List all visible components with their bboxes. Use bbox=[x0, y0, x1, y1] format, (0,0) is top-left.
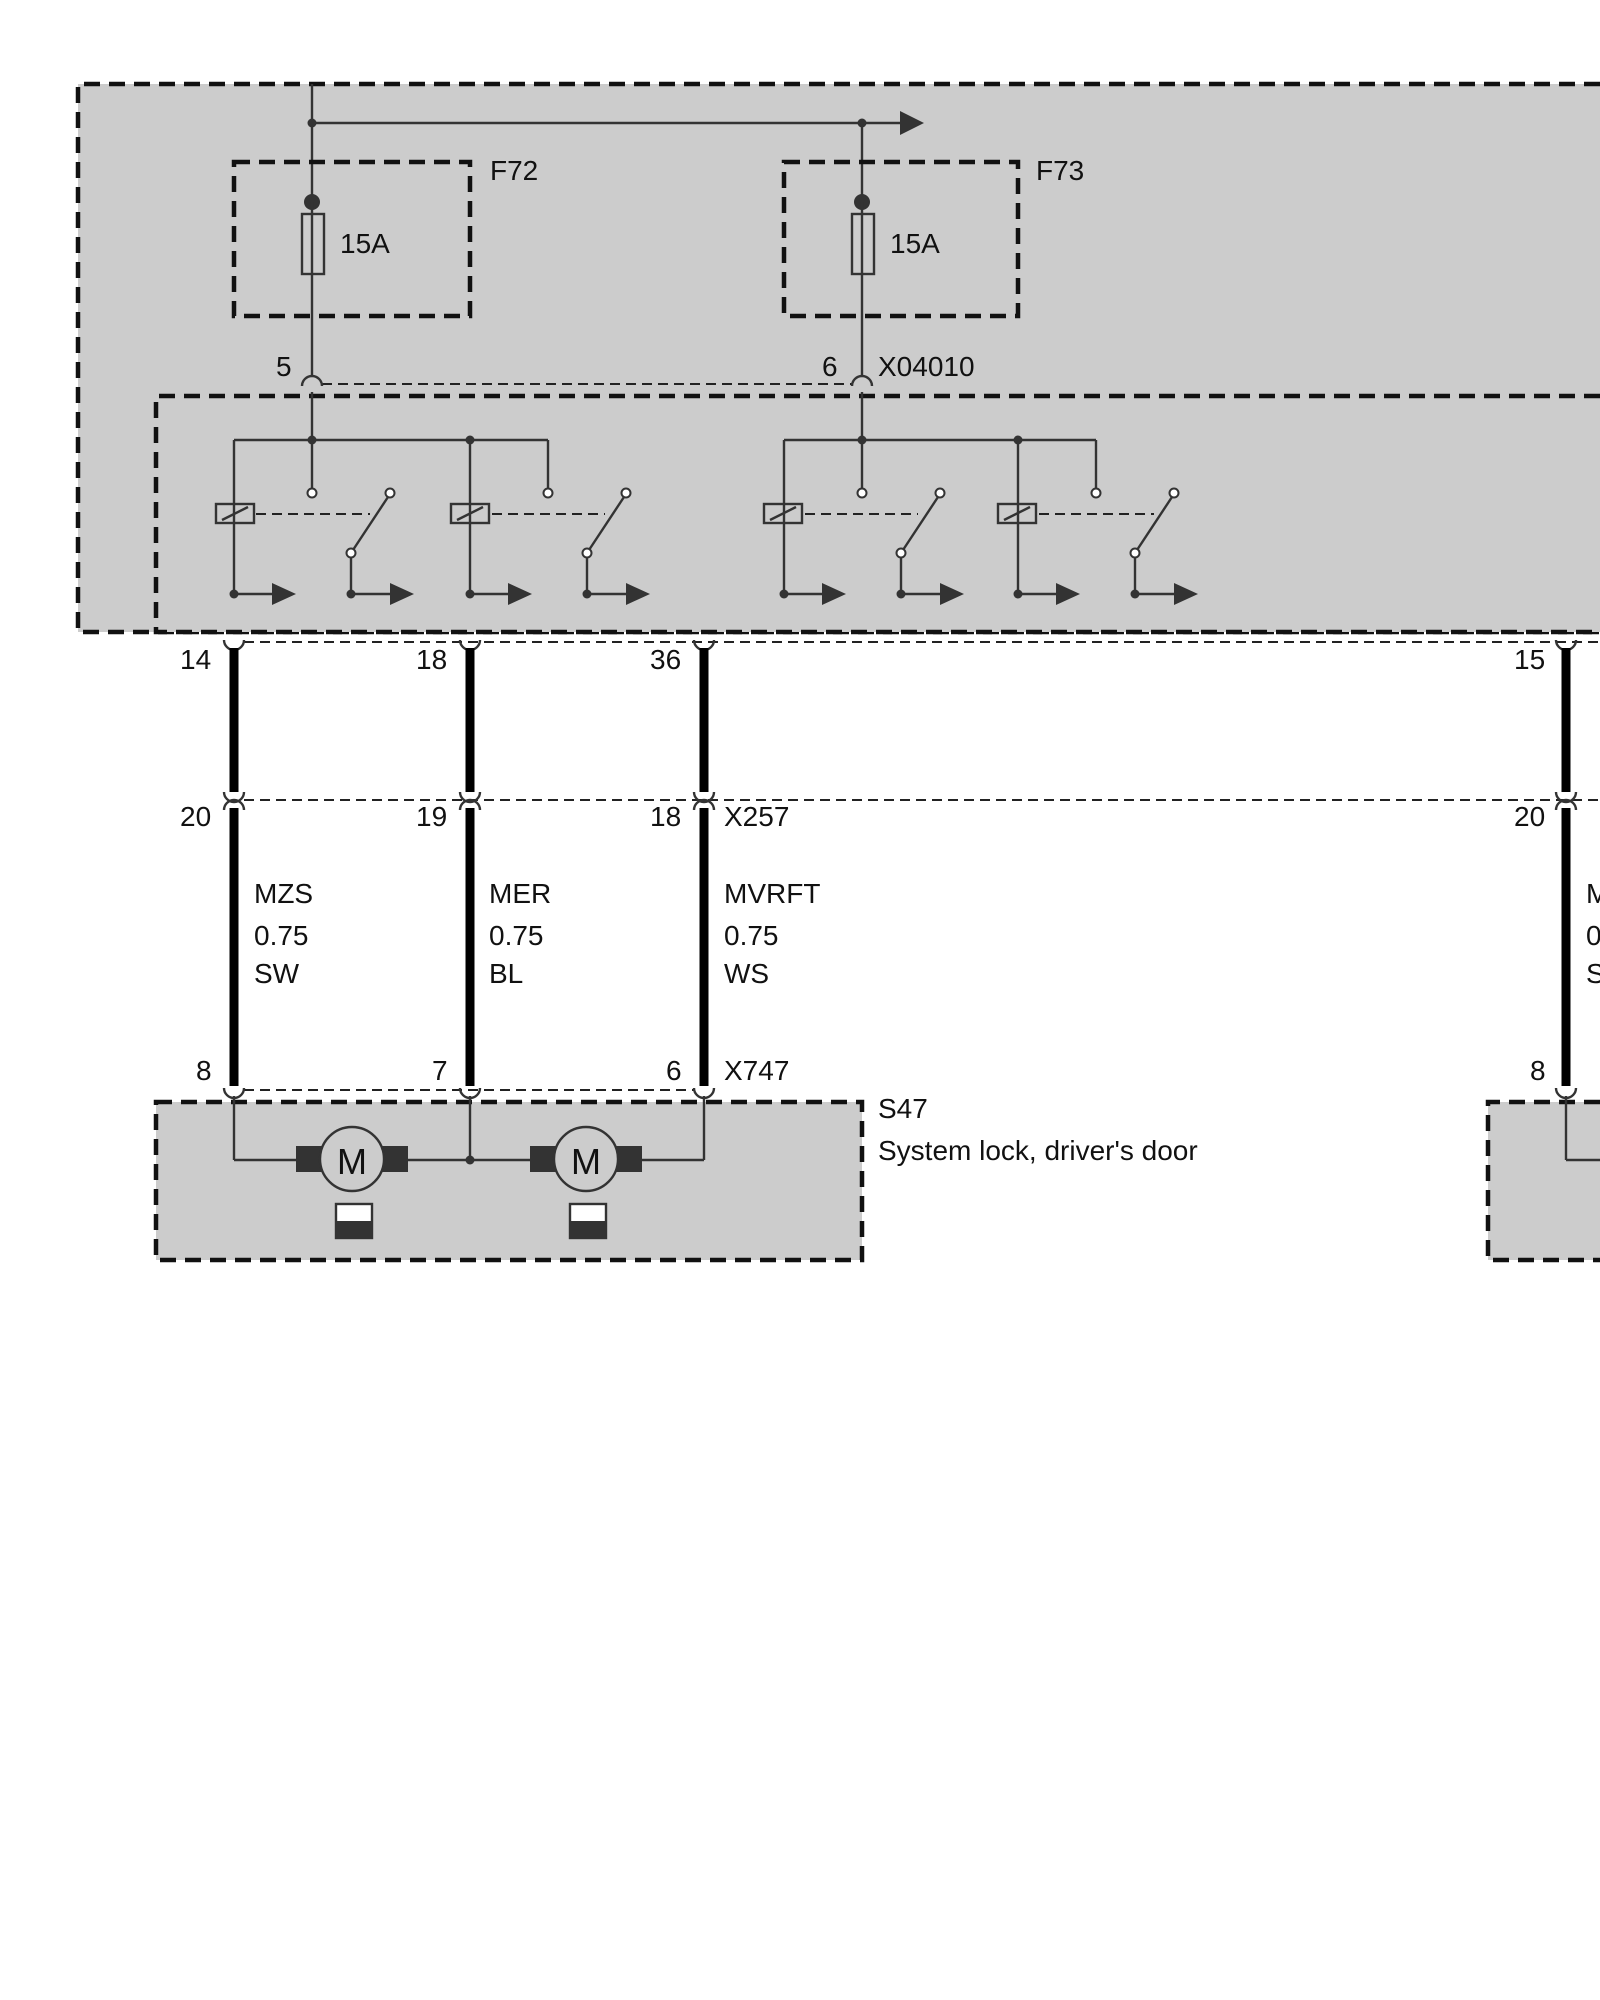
relay-group-right bbox=[762, 392, 1198, 605]
x747-pin-8: 8 bbox=[196, 1055, 212, 1086]
wire-3-signal: MVRFT bbox=[724, 878, 820, 909]
x04010-label: X04010 bbox=[878, 351, 975, 382]
x257-pin-20: 20 bbox=[180, 801, 211, 832]
power-feed bbox=[307, 84, 924, 200]
connector-x257: 20 19 18 20 X257 bbox=[180, 791, 1600, 832]
fuse-f73: 15A F73 bbox=[781, 155, 1084, 376]
wire-4-color-cut: S bbox=[1586, 958, 1600, 989]
fuse-f73-label: F73 bbox=[1036, 155, 1084, 186]
wire-1-gauge: 0.75 bbox=[254, 920, 309, 951]
x04010-pin-5: 5 bbox=[276, 351, 292, 382]
module-output-pins: 14 18 36 15 bbox=[180, 639, 1600, 675]
motor-2: M bbox=[530, 1125, 642, 1240]
x257-pin-20-right: 20 bbox=[1514, 801, 1545, 832]
x257-pin-19: 19 bbox=[416, 801, 447, 832]
wire-4-signal-cut: M bbox=[1586, 878, 1600, 909]
fuse-f73-rating: 15A bbox=[890, 228, 940, 259]
pin-36: 36 bbox=[650, 644, 681, 675]
x747-pin-8-right: 8 bbox=[1530, 1055, 1546, 1086]
x747-pin-7: 7 bbox=[432, 1055, 448, 1086]
wire-4-gauge-cut: 0 bbox=[1586, 920, 1600, 951]
pin-15: 15 bbox=[1514, 644, 1545, 675]
wire-labels: MZS 0.75 SW MER 0.75 BL MVRFT 0.75 WS M … bbox=[254, 878, 1600, 989]
fuse-f72: 15A F72 bbox=[231, 155, 538, 376]
component-right-partial bbox=[1485, 1096, 1600, 1263]
pin-14: 14 bbox=[180, 644, 211, 675]
connector-x747: 8 7 6 8 X747 bbox=[196, 1055, 1578, 1100]
component-s47-id: S47 bbox=[878, 1093, 928, 1124]
component-s47: M M S47 System lock, driver's door bbox=[153, 1093, 1198, 1263]
wire-3-gauge: 0.75 bbox=[724, 920, 779, 951]
wire-2-color: BL bbox=[489, 958, 523, 989]
motor-1: M bbox=[296, 1125, 408, 1240]
x747-label: X747 bbox=[724, 1055, 789, 1086]
fuse-f72-label: F72 bbox=[490, 155, 538, 186]
wire-3-color: WS bbox=[724, 958, 769, 989]
component-s47-name: System lock, driver's door bbox=[878, 1135, 1198, 1166]
fuse-f72-rating: 15A bbox=[340, 228, 390, 259]
relay-group-left bbox=[214, 392, 650, 605]
motor-2-symbol: M bbox=[571, 1141, 601, 1182]
motor-1-symbol: M bbox=[337, 1141, 367, 1182]
x04010-pin-6: 6 bbox=[822, 351, 838, 382]
wire-1-color: SW bbox=[254, 958, 300, 989]
wire-2-gauge: 0.75 bbox=[489, 920, 544, 951]
pin-18: 18 bbox=[416, 644, 447, 675]
x747-pin-6: 6 bbox=[666, 1055, 682, 1086]
wire-2-signal: MER bbox=[489, 878, 551, 909]
x257-label: X257 bbox=[724, 801, 789, 832]
connector-x04010: 5 6 X04010 bbox=[276, 351, 975, 387]
wire-1-signal: MZS bbox=[254, 878, 313, 909]
harness-wires bbox=[229, 648, 1571, 1086]
x257-pin-18: 18 bbox=[650, 801, 681, 832]
